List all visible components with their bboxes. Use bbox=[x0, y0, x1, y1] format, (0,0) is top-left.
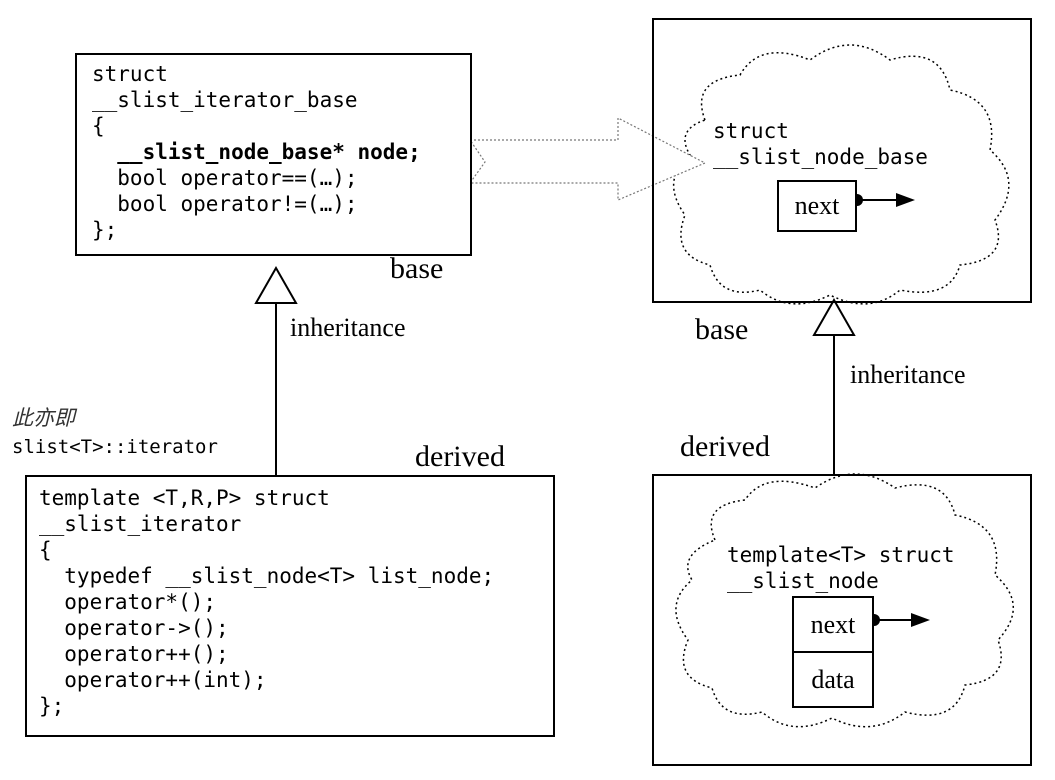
code-line: bool operator==(…); bbox=[92, 166, 358, 190]
code-line: bool operator!=(…); bbox=[92, 192, 358, 216]
iterator-alias-typename: slist<T>::iterator bbox=[12, 436, 218, 458]
iterator-base-role-label: base bbox=[390, 252, 444, 285]
node-role-label: derived bbox=[680, 430, 770, 463]
node-next-field: next bbox=[792, 596, 874, 653]
iterator-alias-chinese: 此亦即 bbox=[12, 406, 75, 430]
code-line: template <T,R,P> struct bbox=[39, 486, 330, 510]
iterator-code: template <T,R,P> struct__slist_iterator{… bbox=[39, 485, 494, 719]
code-line: }; bbox=[92, 218, 118, 242]
pointer-arrow bbox=[468, 117, 707, 201]
code-line: struct bbox=[92, 62, 168, 86]
node-code: template<T> struct__slist_node bbox=[727, 542, 955, 594]
left-inheritance-label: inheritance bbox=[290, 313, 406, 342]
code-line: operator++(int); bbox=[39, 668, 267, 692]
node-base-code: struct__slist_node_base bbox=[713, 118, 928, 170]
code-line: __slist_iterator bbox=[39, 512, 242, 536]
code-line: { bbox=[92, 114, 105, 138]
node-base-next-arrow-head bbox=[896, 193, 915, 207]
node-base-box bbox=[652, 18, 1032, 303]
code-line: }; bbox=[39, 694, 65, 718]
code-line: operator*(); bbox=[39, 590, 217, 614]
right-inheritance-label: inheritance bbox=[850, 360, 966, 389]
code-line: __slist_iterator_base bbox=[92, 88, 358, 112]
code-line: typedef __slist_node<T> list_node; bbox=[39, 564, 495, 588]
code-line: template<T> struct bbox=[727, 543, 955, 567]
iterator-role-label: derived bbox=[415, 440, 505, 473]
code-line: operator++(); bbox=[39, 642, 229, 666]
iterator-base-box: struct__slist_iterator_base{ __slist_nod… bbox=[75, 53, 472, 256]
node-base-cloud bbox=[672, 44, 1010, 305]
iterator-base-code: struct__slist_iterator_base{ __slist_nod… bbox=[92, 61, 421, 243]
node-base-role-label: base bbox=[695, 313, 749, 346]
left-inheritance-triangle bbox=[254, 265, 298, 304]
node-data-field: data bbox=[792, 651, 874, 708]
code-line: struct bbox=[713, 119, 789, 143]
iterator-box: template <T,R,P> struct__slist_iterator{… bbox=[25, 475, 555, 737]
right-inheritance-triangle bbox=[812, 297, 856, 336]
node-next-arrow-head bbox=[911, 613, 930, 627]
code-line-node-member: __slist_node_base* node; bbox=[92, 140, 421, 164]
node-cloud bbox=[675, 473, 1014, 728]
node-box bbox=[652, 474, 1032, 766]
node-base-next-field: next bbox=[777, 180, 857, 232]
code-line: operator->(); bbox=[39, 616, 229, 640]
code-line: __slist_node_base bbox=[713, 145, 928, 169]
code-line: __slist_node bbox=[727, 569, 879, 593]
code-line: { bbox=[39, 538, 52, 562]
